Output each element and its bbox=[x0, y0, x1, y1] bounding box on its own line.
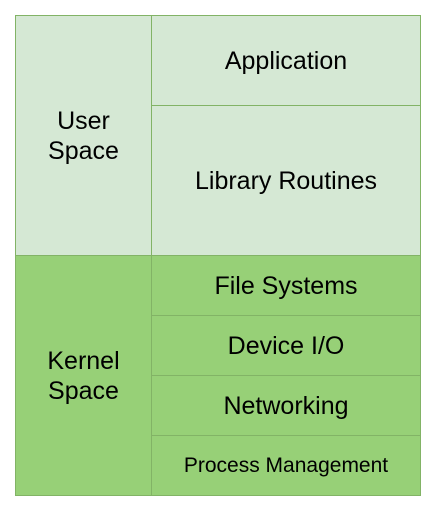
kernel-space-label-cell: Kernel Space bbox=[15, 255, 152, 496]
os-architecture-diagram: User Space Application Library Routines … bbox=[15, 15, 421, 496]
device-io-layer-label: Device I/O bbox=[227, 331, 345, 360]
process-management-layer-label: Process Management bbox=[183, 453, 389, 477]
process-management-layer: Process Management bbox=[151, 435, 421, 496]
kernel-space-label: Kernel Space bbox=[47, 346, 120, 405]
file-systems-layer: File Systems bbox=[151, 255, 421, 316]
networking-layer-label: Networking bbox=[223, 391, 349, 420]
file-systems-layer-label: File Systems bbox=[214, 271, 358, 300]
networking-layer: Networking bbox=[151, 375, 421, 436]
application-layer-label: Application bbox=[224, 46, 348, 75]
user-space-label-cell: User Space bbox=[15, 15, 152, 256]
device-io-layer: Device I/O bbox=[151, 315, 421, 376]
user-space-label: User Space bbox=[48, 106, 119, 165]
library-routines-layer: Library Routines bbox=[151, 105, 421, 256]
application-layer: Application bbox=[151, 15, 421, 106]
library-routines-layer-label: Library Routines bbox=[194, 166, 378, 195]
